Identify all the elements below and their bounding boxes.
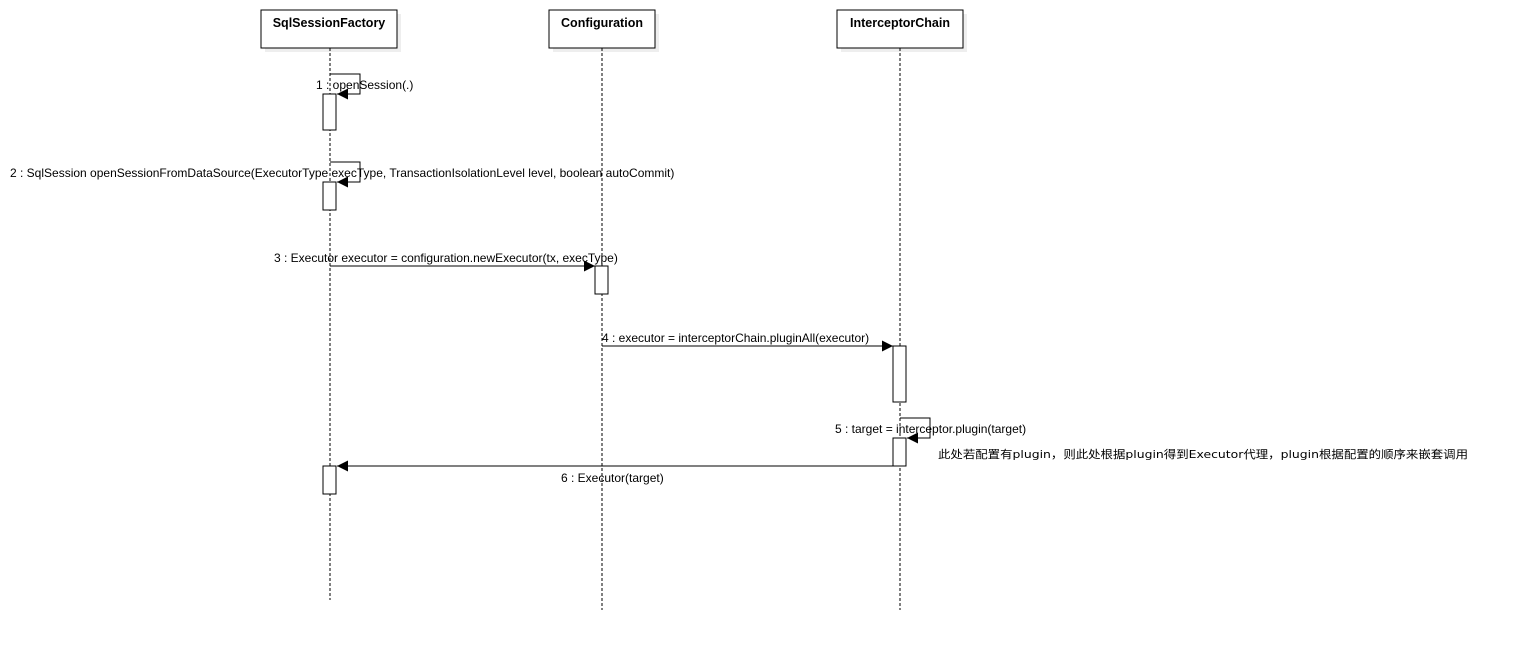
activation-bar bbox=[892, 437, 907, 467]
message-1[interactable]: 1 : openSession(.) bbox=[316, 73, 413, 100]
message-arrow bbox=[900, 417, 931, 444]
message-label: 4 : executor = interceptorChain.pluginAl… bbox=[602, 331, 869, 345]
message-2[interactable]: 2 : SqlSession openSessionFromDataSource… bbox=[10, 161, 674, 188]
participant-box bbox=[260, 9, 398, 49]
message-label: 6 : Executor(target) bbox=[561, 471, 664, 485]
activation-bar bbox=[594, 265, 609, 295]
participant-configuration[interactable]: Configuration bbox=[548, 9, 659, 52]
participant-interceptorchain[interactable]: InterceptorChain bbox=[836, 9, 967, 52]
participant-name: Configuration bbox=[561, 16, 643, 30]
message-arrow bbox=[330, 73, 361, 100]
message-6[interactable]: 6 : Executor(target) bbox=[337, 460, 893, 485]
message-label: 5 : target = interceptor.plugin(target) bbox=[835, 422, 1026, 436]
message-label: 2 : SqlSession openSessionFromDataSource… bbox=[10, 166, 674, 180]
participant-name: SqlSessionFactory bbox=[273, 16, 386, 30]
participant-name: InterceptorChain bbox=[850, 16, 950, 30]
message-arrow bbox=[330, 161, 361, 188]
participant-sqlsessionfactory[interactable]: SqlSessionFactory bbox=[260, 9, 401, 52]
message-label: 1 : openSession(.) bbox=[316, 78, 413, 92]
activation-bar bbox=[322, 465, 337, 495]
message-label: 3 : Executor executor = configuration.ne… bbox=[274, 251, 618, 265]
activation-bar bbox=[892, 345, 907, 403]
message-5[interactable]: 5 : target = interceptor.plugin(target) bbox=[835, 417, 1026, 444]
note-text: 此处若配置有plugin，则此处根据plugin得到Executor代理，plu… bbox=[938, 447, 1468, 461]
message-4[interactable]: 4 : executor = interceptorChain.pluginAl… bbox=[602, 331, 893, 352]
message-3[interactable]: 3 : Executor executor = configuration.ne… bbox=[274, 251, 618, 272]
activation-bar bbox=[322, 93, 337, 131]
activation-bar bbox=[322, 181, 337, 211]
participant-box bbox=[548, 9, 656, 49]
